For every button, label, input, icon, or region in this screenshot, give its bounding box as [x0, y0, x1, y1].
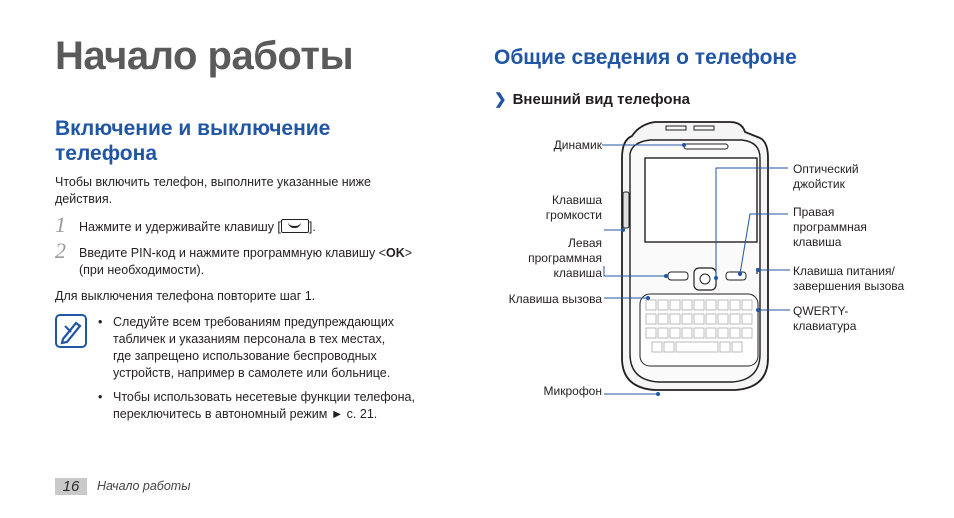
note-bullet-2: • Чтобы использовать несетевые функции т…	[98, 390, 415, 421]
phone-illustration	[602, 121, 790, 396]
step-number-2: 2	[55, 238, 66, 263]
step-2-after: >	[404, 246, 413, 260]
ok-key-label: OK	[385, 246, 405, 260]
page-number: 16	[55, 478, 87, 495]
section-heading-phone-overview: Общие сведения о телефоне	[494, 46, 797, 69]
step-1-text: Нажмите и удерживайте клавишу [].	[79, 219, 316, 236]
label-volume-line-1: Клавиша	[551, 193, 602, 207]
step-2-before: Введите PIN-код и нажмите программную кл…	[79, 246, 386, 260]
step-1-after: ].	[308, 220, 316, 234]
heading-line-1: Включение и выключение	[55, 117, 331, 140]
label-microphone: Микрофон	[543, 384, 602, 398]
step-2-text: Введите PIN-код и нажмите программную кл…	[79, 245, 412, 279]
intro-line-2: действия.	[55, 192, 113, 206]
end-call-key-icon	[280, 219, 309, 233]
step-2-line-2: (при необходимости).	[79, 263, 205, 277]
note-bullet-1-line-4: устройств, например в самолете или больн…	[113, 366, 391, 380]
label-left-soft-key: Левая программная клавиша	[528, 236, 602, 281]
note-bullet-2-line-1: Чтобы использовать несетевые функции тел…	[113, 390, 415, 404]
label-left-soft-line-2: программная	[528, 251, 602, 265]
note-bullet-1: • Следуйте всем требованиям предупреждаю…	[98, 315, 395, 380]
label-left-soft-line-1: Левая	[568, 236, 602, 250]
chevron-right-icon: ❯	[494, 91, 507, 108]
step-1-before: Нажмите и удерживайте клавишу [	[79, 220, 281, 234]
label-volume-key: Клавиша громкости	[546, 193, 602, 223]
label-power-end-key: Клавиша питания/ завершения вызова	[793, 264, 904, 294]
heading-line-2: телефона	[55, 142, 157, 165]
label-joystick-line-1: Оптический	[793, 162, 859, 176]
label-right-soft-line-3: клавиша	[793, 235, 842, 249]
chapter-title: Начало работы	[55, 34, 354, 78]
label-power-line-1: Клавиша питания/	[793, 264, 895, 278]
note-icon	[55, 314, 87, 348]
label-call-key: Клавиша вызова	[508, 292, 602, 306]
note-bullet-2-line-2: переключитесь в автономный режим ► с. 21…	[113, 407, 378, 421]
label-joystick-line-2: джойстик	[793, 177, 845, 191]
intro-paragraph: Чтобы включить телефон, выполните указан…	[55, 174, 371, 208]
qwerty-keyboard	[639, 293, 759, 367]
step-number-1: 1	[55, 212, 66, 237]
speaker-grille	[683, 143, 729, 150]
phone-screen	[644, 157, 758, 243]
label-qwerty-line-1: QWERTY-	[793, 304, 849, 318]
intro-line-1: Чтобы включить телефон, выполните указан…	[55, 175, 371, 189]
note-bullet-1-line-2: табличек и указаниям персонала в тех мес…	[113, 332, 386, 346]
label-volume-line-2: громкости	[545, 208, 602, 222]
label-power-line-2: завершения вызова	[793, 279, 905, 293]
note-bullet-1-line-3: где запрещено использование беспроводных	[113, 349, 377, 363]
label-qwerty-keyboard: QWERTY- клавиатура	[793, 304, 856, 334]
power-off-text: Для выключения телефона повторите шаг 1.	[55, 289, 316, 303]
label-left-soft-line-3: клавиша	[553, 266, 602, 280]
label-optical-joystick: Оптический джойстик	[793, 162, 859, 192]
optical-joystick	[693, 267, 717, 291]
subheading-text: Внешний вид телефона	[512, 91, 690, 108]
note-bullet-1-line-1: Следуйте всем требованиям предупреждающи…	[113, 315, 395, 329]
subheading-phone-exterior: ❯ Внешний вид телефона	[494, 90, 690, 108]
label-right-soft-line-1: Правая	[793, 205, 835, 219]
label-qwerty-line-2: клавиатура	[793, 319, 857, 333]
section-heading-power: Включение и выключение телефона	[55, 116, 330, 166]
footer-section-name: Начало работы	[97, 479, 191, 493]
label-right-soft-key: Правая программная клавиша	[793, 205, 867, 250]
label-speaker: Динамик	[553, 138, 602, 152]
label-right-soft-line-2: программная	[793, 220, 867, 234]
